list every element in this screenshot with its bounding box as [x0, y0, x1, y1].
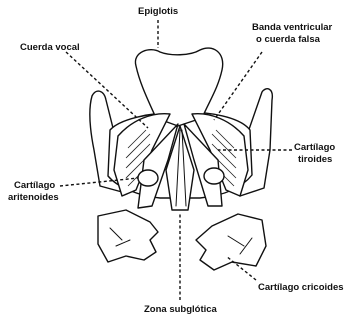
label-vocal-cord: Cuerda vocal	[20, 42, 80, 53]
larynx-illustration	[90, 48, 272, 270]
label-ventricular-band-1: Banda ventricular	[252, 22, 333, 33]
arytenoid-left	[138, 170, 158, 186]
label-cricoid: Cartílago cricoides	[258, 282, 344, 293]
arytenoid-right	[204, 168, 224, 184]
cricoid-left	[98, 210, 158, 262]
label-ventricular-band-2: o cuerda falsa	[256, 34, 321, 45]
label-arytenoid-1: Cartílago	[14, 180, 55, 191]
label-thyroid-2: tiroides	[298, 154, 332, 165]
cricoid-right	[196, 214, 266, 270]
label-arytenoid-2: aritenoides	[8, 192, 59, 203]
label-subglottic: Zona subglótica	[144, 304, 218, 315]
label-epiglottis: Epiglotis	[138, 6, 178, 17]
label-thyroid-1: Cartílago	[294, 142, 335, 153]
